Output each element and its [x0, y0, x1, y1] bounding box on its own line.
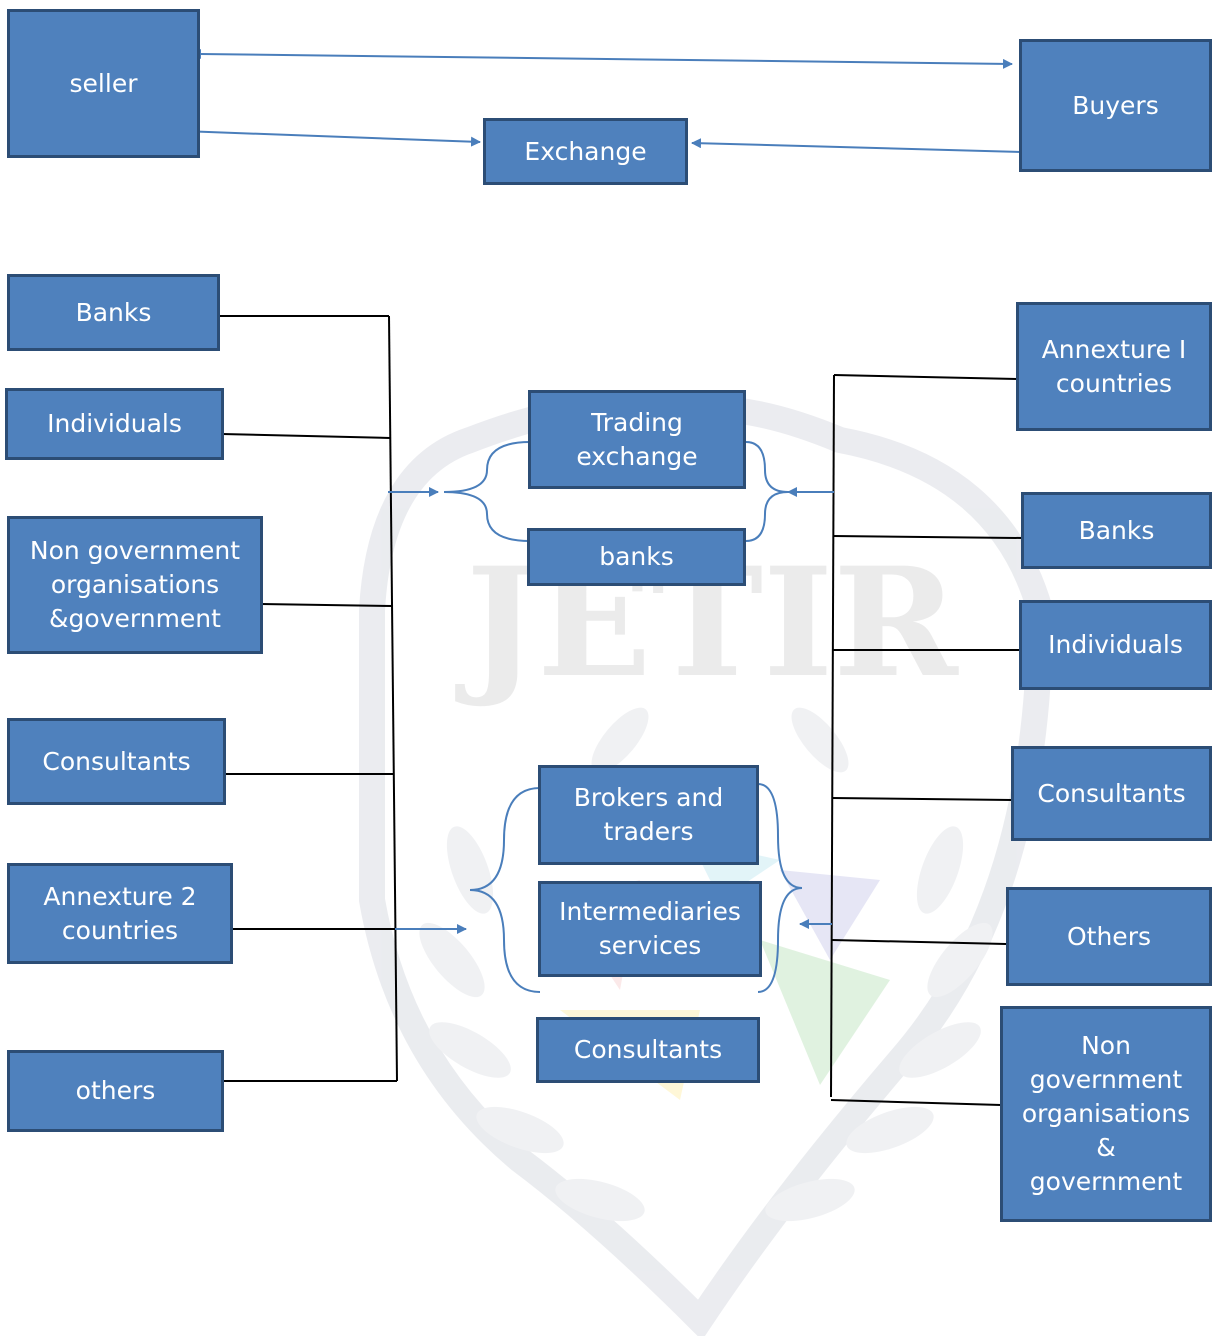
trading-left-brace	[443, 441, 531, 542]
buyers-label: Buyers	[1072, 90, 1159, 120]
seller-label: seller	[69, 68, 138, 98]
brokers-right-brace	[757, 783, 803, 993]
intermediaries-label: Intermediaries services	[559, 897, 741, 960]
brokers-left-brace	[469, 787, 541, 993]
right-annex1-label: Annexture I countries	[1041, 334, 1187, 398]
trading-exchange-box: Trading exchange	[528, 390, 746, 489]
right-banks-box: Banks	[1021, 492, 1212, 569]
right-consultants-label: Consultants	[1037, 778, 1186, 808]
right-ngo-line-2: government	[1029, 1065, 1183, 1094]
seller-box: seller	[7, 9, 200, 158]
left-others-label: others	[75, 1076, 156, 1105]
left-ngo-box: Non government organisations &government	[7, 516, 263, 654]
center-consultants-box: Consultants	[536, 1017, 760, 1083]
right-annex1-box: Annexture I countries	[1016, 302, 1212, 431]
left-annex2-box: Annexture 2 countries	[7, 863, 233, 964]
right-others-label: Others	[1066, 921, 1151, 951]
right-consultants-box: Consultants	[1011, 746, 1212, 841]
buyers-box: Buyers	[1019, 39, 1212, 172]
right-ngo-line-5: government	[1029, 1167, 1183, 1196]
trading-right-brace	[745, 441, 789, 542]
center-banks-label: banks	[599, 542, 674, 571]
left-others-box: others	[7, 1050, 224, 1132]
center-consultants-label: Consultants	[573, 1035, 723, 1064]
right-ngo-line-3: organisations	[1021, 1099, 1191, 1128]
right-individuals-label: Individuals	[1048, 630, 1183, 659]
right-connectors	[830, 374, 1023, 1106]
left-consultants-label: Consultants	[42, 746, 191, 776]
seller-exchange-arrow	[181, 130, 481, 147]
left-individuals-label: Individuals	[47, 409, 182, 438]
left-connectors	[216, 315, 398, 1082]
trading-exchange-label: Trading exchange	[576, 407, 698, 471]
right-others-box: Others	[1006, 887, 1212, 986]
left-banks-box: Banks	[7, 274, 220, 351]
left-individuals-box: Individuals	[5, 388, 224, 460]
right-banks-label: Banks	[1078, 515, 1155, 545]
exchange-label: Exchange	[524, 136, 647, 166]
right-individuals-box: Individuals	[1019, 600, 1212, 690]
left-ngo-label: Non government organisations &government	[29, 536, 241, 633]
exchange-box: Exchange	[483, 118, 688, 185]
right-ngo-box: Non government organisations & governmen…	[1000, 1006, 1212, 1222]
right-ngo-line-4: &	[1096, 1133, 1116, 1162]
left-annex2-label: Annexture 2 countries	[43, 881, 197, 945]
seller-buyers-arrow	[191, 49, 1013, 69]
brokers-traders-box: Brokers and traders	[538, 765, 759, 865]
intermediaries-box: Intermediaries services	[538, 881, 762, 977]
brokers-traders-label: Brokers and traders	[573, 783, 724, 846]
left-consultants-box: Consultants	[7, 718, 226, 805]
right-ngo-line-1: Non	[1081, 1031, 1131, 1060]
center-banks-box: banks	[527, 528, 746, 586]
left-banks-label: Banks	[75, 297, 152, 327]
buyers-exchange-arrow	[691, 138, 1023, 153]
